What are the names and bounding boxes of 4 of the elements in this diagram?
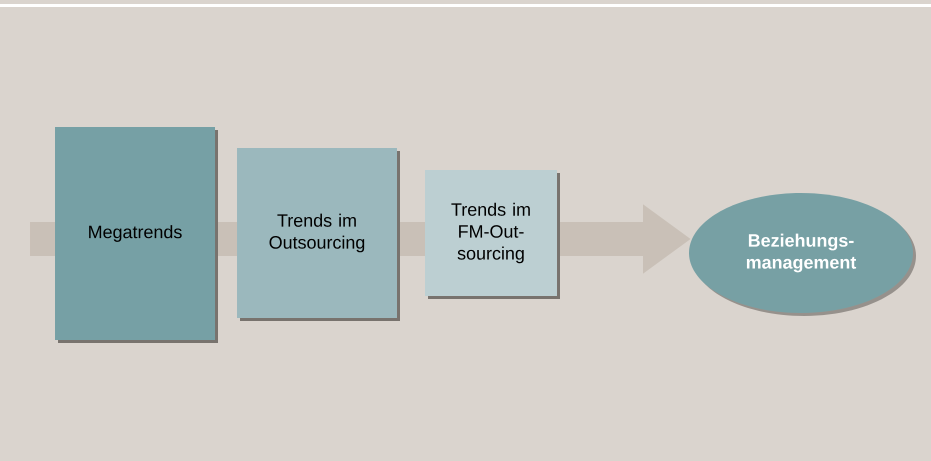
process-box: Trends im FM-Out- sourcing: [425, 170, 560, 299]
process-box: Megatrends: [55, 126, 218, 343]
ellipse-node: Beziehungs- management: [689, 192, 916, 316]
process-box: Trends im Outsourcing: [237, 148, 400, 321]
